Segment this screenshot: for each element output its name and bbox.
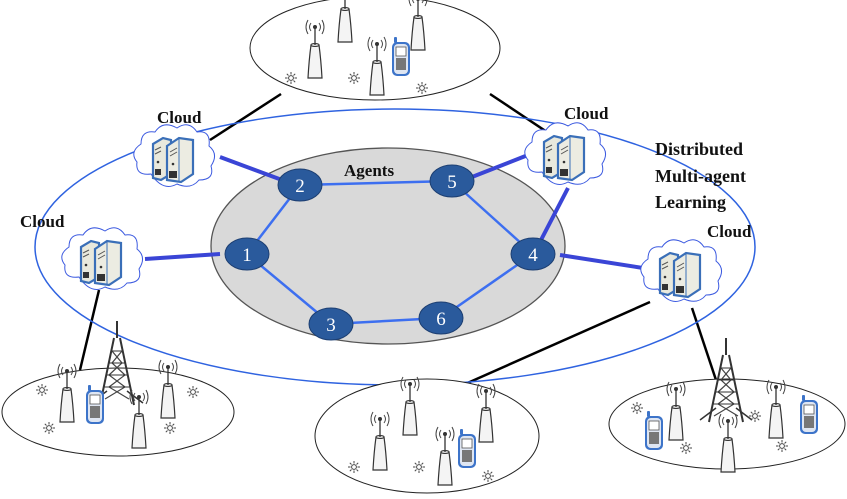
cloud-label: Cloud [157, 108, 202, 127]
title-line-2: Multi-agent [655, 166, 746, 186]
agent-node-label: 4 [528, 245, 538, 266]
phone-icon [644, 410, 664, 451]
link-cell-top-to-cloud-top-left [209, 92, 282, 142]
agent-link-2-5 [299, 179, 453, 187]
cloud-left: Cloud [20, 212, 144, 291]
agent-node-label: 1 [242, 245, 252, 266]
agent-node-label: 5 [447, 172, 457, 193]
link-cloud-left-to-cell-bottom-left [78, 289, 101, 371]
title-line-3: Learning [655, 192, 726, 212]
cloud-agent-links [144, 153, 644, 270]
title-line-1: Distributed [655, 139, 743, 159]
cell-top [249, 0, 501, 101]
cloud-server-icon [132, 123, 216, 188]
link-cloud-right-to-cell-bottom-middle [444, 300, 651, 395]
link-agent-4-to-cloud-right [559, 253, 644, 270]
agent-node-shape [418, 301, 464, 335]
cloud-server-icon [523, 121, 607, 186]
cloud-label: Cloud [707, 222, 752, 241]
agent-nodes: 1 2 3 4 5 6 [224, 164, 556, 341]
cloud-label: Cloud [564, 104, 609, 123]
link-cloud-top-left-to-agent-2 [219, 155, 283, 182]
agent-node-shape [429, 164, 475, 198]
link-cloud-right-to-cell-bottom-right [690, 307, 718, 381]
cloud-server-icon [60, 226, 144, 291]
phone-icon [391, 36, 411, 77]
link-cloud-left-to-agent-1 [144, 252, 221, 261]
agent-node-label: 2 [295, 176, 305, 197]
agents-label: Agents [344, 161, 394, 180]
cloud-label: Cloud [20, 212, 65, 231]
cloud-top-left: Cloud [132, 108, 216, 188]
cloud-top-right: Cloud [523, 104, 609, 186]
phone-icon [85, 384, 105, 425]
phone-icon [457, 428, 477, 469]
cell-boundary [314, 378, 540, 494]
agent-node-label: 6 [436, 309, 446, 330]
cloud-right: Cloud [639, 222, 752, 303]
link-cloud-top-right-to-agent-5 [471, 153, 529, 179]
backhaul-links [78, 92, 718, 395]
agent-node-4: 4 [510, 237, 556, 271]
agent-node-label: 3 [326, 315, 336, 336]
agent-node-2: 2 [277, 168, 323, 202]
agent-node-shape [510, 237, 556, 271]
phone-icon [799, 394, 819, 435]
cell-bottom-left [1, 320, 235, 457]
agent-node-1: 1 [224, 237, 270, 271]
agent-node-shape [308, 307, 354, 341]
agent-node-5: 5 [429, 164, 475, 198]
agent-node-6: 6 [418, 301, 464, 335]
agent-node-3: 3 [308, 307, 354, 341]
cloud-server-icon [639, 238, 723, 303]
agent-node-shape [277, 168, 323, 202]
cell-bottom-middle [314, 376, 540, 494]
cell-bottom-right [608, 337, 846, 473]
agent-node-shape [224, 237, 270, 271]
link-cloud-top-right-to-agent-4 [539, 187, 570, 241]
